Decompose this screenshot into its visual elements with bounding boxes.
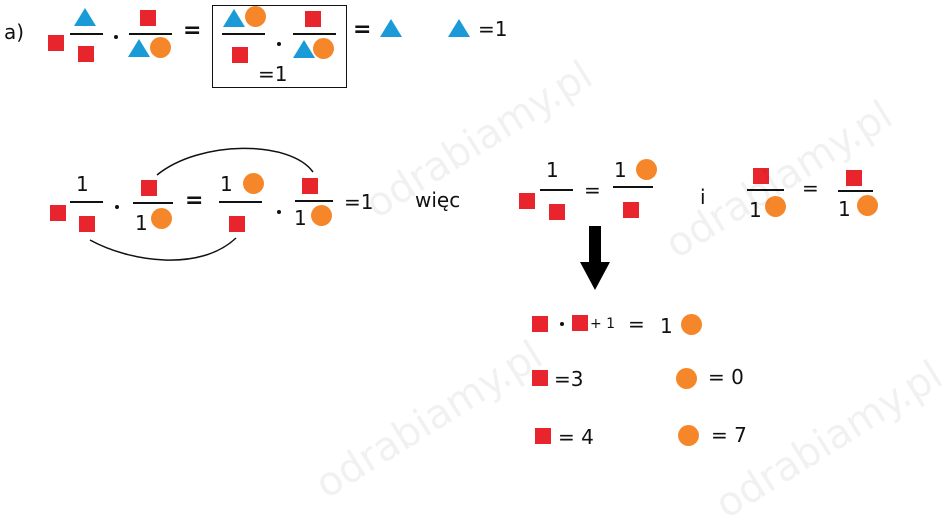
orange-circle-icon — [313, 38, 334, 59]
blue-triangle-icon — [223, 9, 245, 27]
connector-word: więc — [415, 188, 461, 212]
part-label: a) — [4, 20, 25, 44]
numerator-one: 1 — [220, 172, 233, 196]
red-square-icon — [753, 168, 769, 184]
box-result: =1 — [258, 62, 288, 86]
numerator-one: 1 — [76, 172, 89, 196]
orange-circle-icon — [681, 314, 702, 335]
red-square-icon — [141, 180, 157, 196]
circle-value-0: = 0 — [708, 365, 744, 389]
orange-circle-icon — [857, 195, 878, 216]
down-arrow-icon — [580, 226, 610, 290]
triangle-equals-one: =1 — [478, 17, 508, 41]
fraction-bar — [838, 190, 873, 192]
orange-circle-icon — [245, 6, 266, 27]
fraction-bar — [747, 189, 784, 191]
fraction-bar — [295, 200, 333, 202]
square-value-4: = 4 — [558, 425, 594, 449]
multiply-dot — [114, 35, 118, 39]
red-square-icon — [302, 178, 318, 194]
product-result: =1 — [344, 190, 374, 214]
orange-circle-icon — [678, 425, 699, 446]
worksheet-page: { "colors": { "square": "#e8242c", "circ… — [4, 5, 947, 528]
multiply-dot — [277, 210, 281, 214]
orange-circle-icon — [151, 208, 172, 229]
denominator-one: 1 — [838, 197, 851, 221]
fraction-bar — [70, 201, 103, 203]
fraction-bar — [70, 33, 103, 35]
denominator-one: 1 — [135, 211, 148, 235]
numerator-one: 1 — [546, 158, 559, 182]
red-square-icon — [140, 10, 156, 26]
red-square-icon — [48, 35, 64, 51]
plus-one: + 1 — [590, 316, 616, 332]
red-square-icon — [623, 202, 639, 218]
fraction-bar — [133, 202, 173, 204]
red-square-icon — [519, 193, 535, 209]
equals-sign: = — [584, 178, 601, 202]
blue-triangle-icon — [380, 19, 402, 37]
red-square-icon — [79, 216, 95, 232]
fraction-bar — [540, 189, 573, 191]
blue-triangle-icon — [74, 8, 96, 26]
red-square-icon — [50, 205, 66, 221]
orange-circle-icon — [311, 205, 332, 226]
equals-sign: = — [185, 188, 204, 213]
multiply-dot — [560, 322, 564, 326]
red-square-icon — [78, 46, 94, 62]
fraction-bar — [129, 33, 172, 35]
red-square-icon — [229, 216, 245, 232]
blue-triangle-icon — [128, 39, 150, 57]
denominator-one: 1 — [749, 198, 762, 222]
blue-triangle-icon — [293, 40, 315, 58]
equals-sign: = — [628, 312, 645, 336]
fraction-bar — [293, 33, 336, 35]
numerator-one: 1 — [614, 158, 627, 182]
fraction-bar — [613, 186, 653, 188]
equals-sign: = — [802, 176, 819, 200]
and-word: i — [700, 185, 706, 209]
fraction-bar — [222, 33, 265, 35]
red-square-icon — [232, 47, 248, 63]
denominator-one: 1 — [294, 206, 307, 230]
orange-circle-icon — [636, 159, 657, 180]
orange-circle-icon — [243, 173, 264, 194]
red-square-icon — [532, 370, 548, 386]
multiply-dot — [277, 42, 281, 46]
equals-sign: = — [353, 17, 372, 42]
blue-triangle-icon — [448, 19, 470, 37]
red-square-icon — [549, 204, 565, 220]
multiply-dot — [115, 205, 119, 209]
orange-circle-icon — [150, 37, 171, 58]
equals-sign: = — [183, 18, 202, 43]
fraction-bar — [219, 201, 262, 203]
connection-arcs — [89, 147, 314, 261]
orange-circle-icon — [765, 196, 786, 217]
orange-circle-icon — [676, 368, 697, 389]
red-square-icon — [305, 11, 321, 27]
red-square-icon — [535, 428, 551, 444]
red-square-icon — [846, 170, 862, 186]
circle-value-7: = 7 — [711, 423, 747, 447]
square-value-3: =3 — [554, 367, 584, 391]
red-square-icon — [572, 315, 588, 331]
highlight-box — [212, 5, 347, 88]
red-square-icon — [532, 316, 548, 332]
one-digit: 1 — [660, 314, 673, 338]
